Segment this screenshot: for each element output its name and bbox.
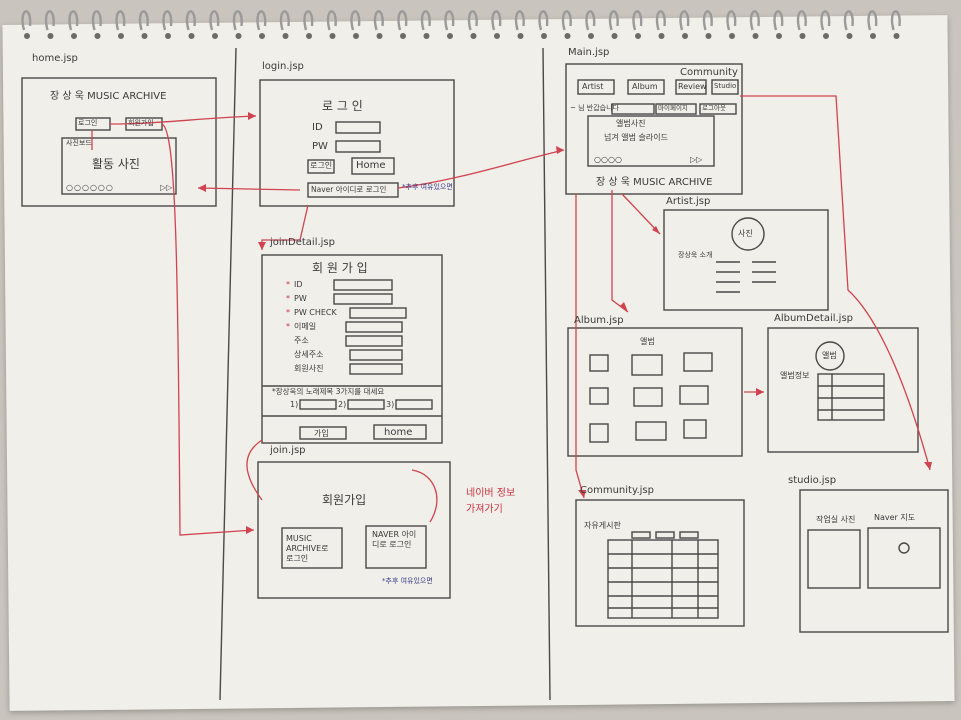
- joindetail-required-mark: *: [286, 309, 290, 317]
- login-id-input: [336, 122, 380, 133]
- home-slide-label: 사진보드: [66, 140, 92, 147]
- studio-photo-box: [808, 530, 860, 588]
- home-title: 장 상 욱 MUSIC ARCHIVE: [50, 92, 166, 102]
- studio-map-box: [868, 528, 940, 588]
- main-tab-studio[interactable]: Studio: [714, 83, 736, 90]
- albumdetail-cover-label: 앨범: [822, 352, 837, 360]
- join-note: *추후 여유있으면: [382, 578, 433, 585]
- joindetail-required-mark: *: [286, 281, 290, 289]
- community-board-label: 자유게시판: [584, 522, 621, 530]
- arrow-main-to-album: [612, 190, 628, 312]
- login-pw-label: PW: [312, 142, 328, 152]
- album-frame: [568, 328, 742, 456]
- main-community-label[interactable]: Community: [680, 68, 738, 78]
- artist-profile-label: 장상욱 소개: [678, 252, 712, 259]
- joindetail-file-label: joinDetail.jsp: [270, 238, 335, 248]
- join-naver-login-button[interactable]: NAVER 아이디로 로그인: [372, 530, 422, 550]
- studio-photo-label: 작업실 사진: [816, 516, 855, 524]
- joindetail-join-button[interactable]: 가입: [314, 430, 329, 438]
- main-mypage-button[interactable]: 마이페이지: [658, 105, 688, 112]
- login-title: 로 그 인: [322, 100, 363, 112]
- joindetail-field-label: 이메일: [294, 323, 316, 331]
- community-file-label: Community.jsp: [580, 486, 654, 496]
- arrow-naver-info: [412, 470, 437, 522]
- join-naver-info-note: 네이버 정보 가져가기: [466, 486, 526, 518]
- albumdetail-frame: [768, 328, 918, 452]
- album-file-label: Album.jsp: [574, 316, 624, 326]
- join-title: 회원가입: [322, 494, 366, 506]
- artist-frame: [664, 210, 828, 310]
- main-file-label: Main.jsp: [568, 48, 609, 58]
- joindetail-field-label: ID: [294, 281, 303, 289]
- divider-line-right: [543, 48, 550, 700]
- joindetail-answer-2: 2): [338, 401, 346, 409]
- joindetail-field-label: 상세주소: [294, 351, 323, 359]
- arrow-login-to-home: [198, 188, 300, 190]
- main-greeting: ~ 님 반갑습니다: [570, 105, 619, 112]
- community-table: [608, 540, 718, 618]
- main-slide-text-2: 넘겨 앨범 슬라이드: [604, 134, 668, 142]
- joindetail-home-button[interactable]: home: [384, 428, 412, 438]
- divider-line-left: [220, 48, 236, 700]
- login-file-label: login.jsp: [262, 62, 304, 72]
- home-slide-nav[interactable]: ▷▷: [160, 184, 172, 192]
- main-footer: 장 상 욱 MUSIC ARCHIVE: [596, 178, 712, 188]
- home-file-label: home.jsp: [32, 54, 78, 64]
- login-id-label: ID: [312, 123, 323, 133]
- joindetail-field-label: PW: [294, 295, 307, 303]
- main-tab-album[interactable]: Album: [632, 83, 658, 91]
- login-submit-button[interactable]: 로그인: [310, 162, 332, 170]
- login-naver-button[interactable]: Naver 아이디로 로그인: [311, 186, 386, 194]
- home-photo-label: 활동 사진: [92, 158, 140, 170]
- main-slide-text-1: 앨범사진: [616, 120, 645, 128]
- community-frame: [576, 500, 744, 626]
- home-slide-dots: ○○○○○○: [66, 184, 114, 192]
- home-join-button[interactable]: 회원가입: [128, 120, 154, 127]
- main-logout-button[interactable]: 로그아웃: [702, 105, 726, 112]
- main-tab-review[interactable]: Review: [678, 83, 707, 91]
- joindetail-answer-1: 1): [290, 401, 298, 409]
- joindetail-field-label: 회원사진: [294, 365, 323, 373]
- studio-file-label: studio.jsp: [788, 476, 836, 486]
- albumdetail-file-label: AlbumDetail.jsp: [774, 314, 853, 324]
- studio-frame: [800, 490, 948, 632]
- joindetail-answer-3: 3): [386, 401, 394, 409]
- home-login-button[interactable]: 로그인: [78, 120, 97, 127]
- joindetail-field-label: 주소: [294, 337, 309, 345]
- main-slide-nav[interactable]: ▷▷: [690, 156, 702, 164]
- main-tab-artist[interactable]: Artist: [582, 83, 603, 91]
- main-slide-dots: ○○○○: [594, 156, 622, 164]
- albumdetail-info-label: 앨범정보: [780, 372, 809, 380]
- joindetail-title: 회 원 가 입: [312, 262, 368, 274]
- login-pw-input: [336, 141, 380, 152]
- joindetail-required-mark: *: [286, 295, 290, 303]
- artist-photo-label: 사진: [738, 230, 753, 238]
- join-music-login-button[interactable]: MUSIC ARCHIVE로 로그인: [286, 534, 338, 564]
- join-file-label: join.jsp: [270, 446, 306, 456]
- arrow-main-to-community: [576, 194, 584, 498]
- joindetail-required-mark: *: [286, 323, 290, 331]
- album-label: 앨범: [640, 338, 655, 346]
- login-home-button[interactable]: Home: [356, 161, 386, 171]
- joindetail-field-label: PW CHECK: [294, 309, 337, 317]
- login-note: *추후 여유있으면: [402, 184, 453, 191]
- albumdetail-table: [818, 374, 884, 420]
- arrow-join-to-joindetail: [247, 440, 262, 500]
- artist-file-label: Artist.jsp: [666, 197, 710, 207]
- joindetail-question: *장상욱의 노래제목 3가지를 대세요: [272, 388, 384, 396]
- studio-map-label: Naver 지도: [874, 514, 915, 522]
